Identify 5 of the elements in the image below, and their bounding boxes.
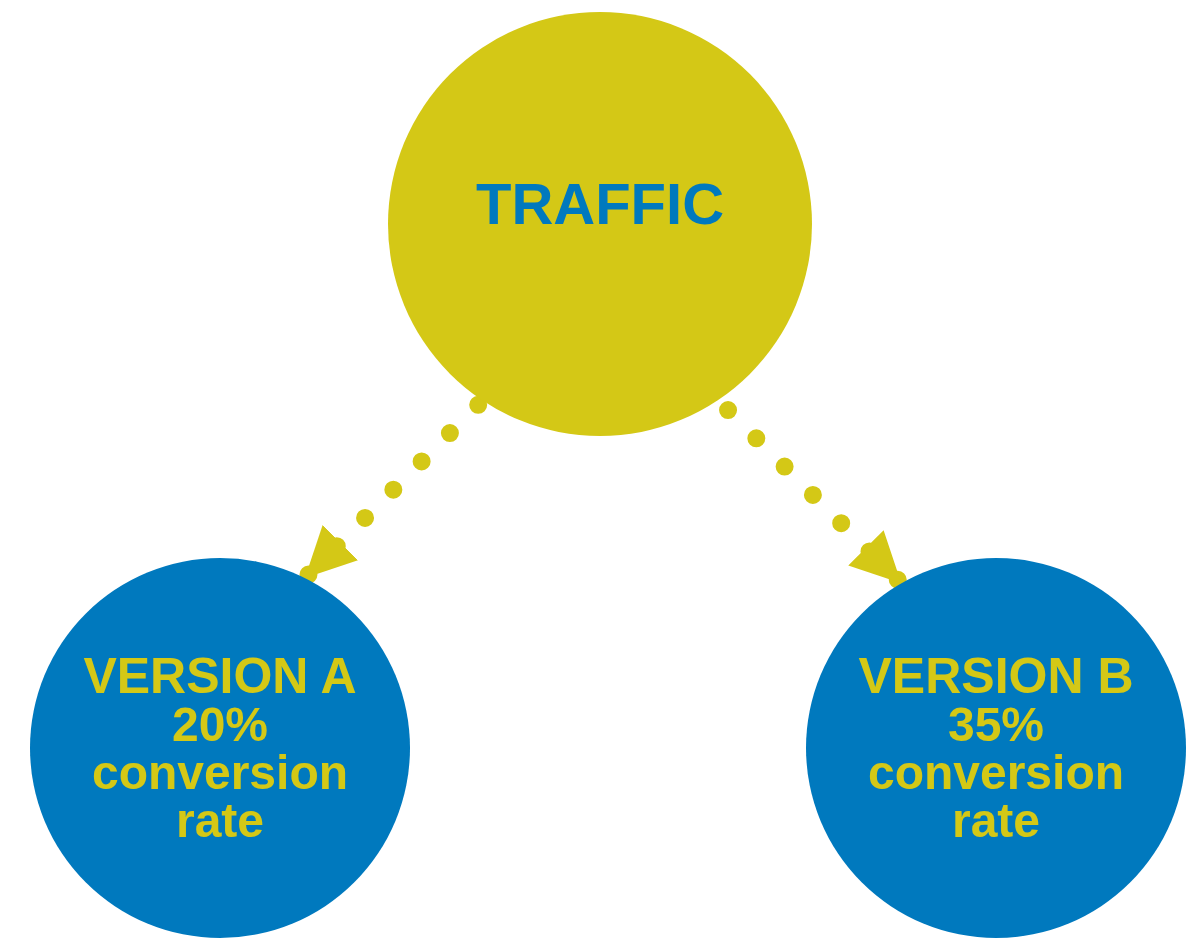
node-title: VERSION A bbox=[82, 651, 358, 701]
node-text: 20% conversion rate bbox=[90, 701, 350, 845]
node-text: 35% conversion rate bbox=[866, 701, 1126, 845]
node-title: VERSION B bbox=[857, 651, 1135, 701]
node-title: TRAFFIC bbox=[474, 175, 726, 233]
